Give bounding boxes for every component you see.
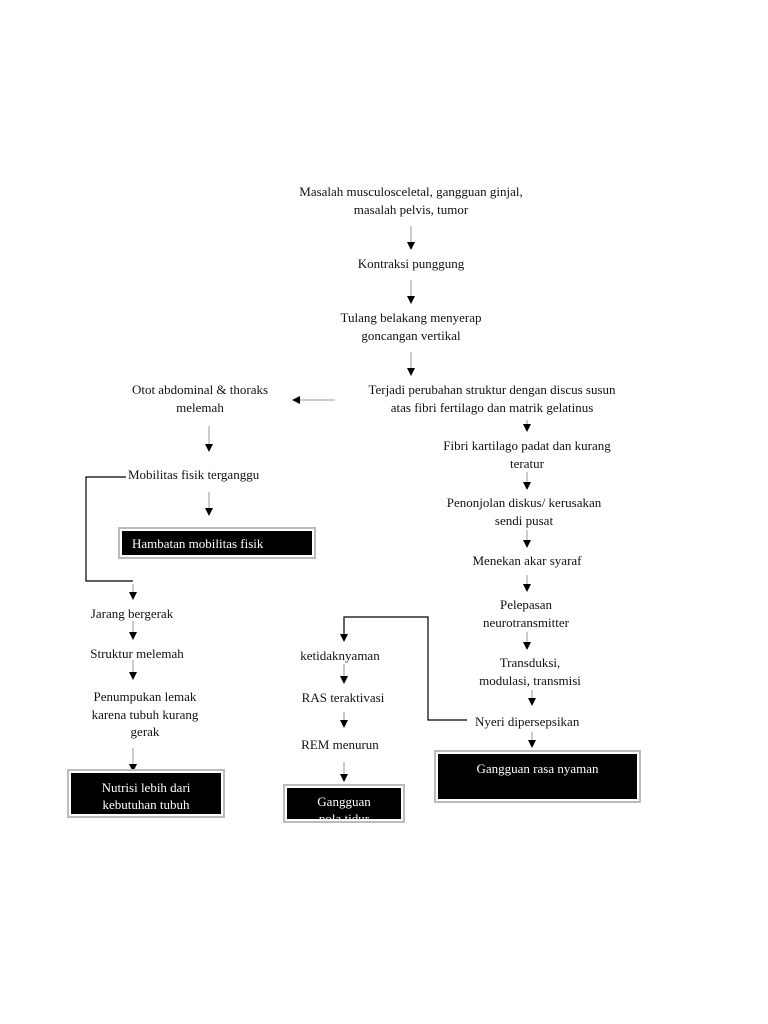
text: neurotransmitter bbox=[483, 614, 569, 630]
node-terjadi: Terjadi perubahan struktur dengan discus… bbox=[368, 381, 615, 416]
node-pelepasan: Pelepasan neurotransmitter bbox=[483, 596, 569, 631]
node-kontraksi: Kontraksi punggung bbox=[357, 256, 465, 271]
node-cause: Masalah musculosceletal, gangguan ginjal… bbox=[299, 183, 522, 218]
node-tulang: Tulang belakang menyerap goncangan vertik… bbox=[340, 309, 481, 344]
node-ras: RAS teraktivasi bbox=[301, 690, 385, 705]
node-transduksi: Transduksi, modulasi, transmisi bbox=[479, 654, 581, 689]
node-menekan: Menekan akar syaraf bbox=[472, 553, 582, 568]
node-nyeri: Nyeri dipersepsikan bbox=[475, 714, 580, 729]
node-ketidaknyaman: ketidaknyaman bbox=[300, 648, 380, 663]
text: atas fibri fertilago dan matrik gelatinu… bbox=[390, 399, 594, 415]
node-penonjolan: Penonjolan diskus/ kerusakan sendi pusat bbox=[447, 494, 602, 529]
bracket-nyeri bbox=[343, 616, 467, 721]
node-struktur: Struktur melemah bbox=[90, 646, 184, 661]
text: modulasi, transmisi bbox=[479, 672, 581, 688]
text: karena tubuh kurang bbox=[91, 706, 199, 722]
text: Pelepasan bbox=[500, 597, 552, 612]
node-jarang: Jarang bergerak bbox=[90, 606, 174, 621]
text: pola tidur bbox=[318, 811, 370, 821]
node-nutrisi: Nutrisi lebih dari kebutuhan tubuh bbox=[67, 769, 225, 818]
text: Nutrisi lebih dari bbox=[101, 780, 191, 795]
text: melemah bbox=[176, 399, 224, 415]
text: Penonjolan diskus/ kerusakan bbox=[446, 495, 602, 510]
text: masalah pelvis, tumor bbox=[353, 201, 469, 217]
text: Penumpukan lemak bbox=[93, 689, 197, 704]
text: teratur bbox=[510, 455, 544, 471]
bracket-mobilitas bbox=[85, 476, 133, 582]
node-hambatan: Hambatan mobilitas fisik bbox=[118, 527, 316, 559]
text: Otot abdominal & thoraks bbox=[131, 382, 269, 397]
node-gangguan-nyaman: Gangguan rasa nyaman bbox=[434, 750, 641, 803]
text: Gangguan bbox=[317, 794, 371, 809]
node-mobilitas: Mobilitas fisik terganggu bbox=[128, 467, 260, 482]
text: Tulang belakang menyerap bbox=[340, 310, 482, 325]
node-penumpukan: Penumpukan lemak karena tubuh kurang gerak bbox=[92, 688, 199, 741]
node-fibri: Fibri kartilago padat dan kurang teratur bbox=[443, 437, 611, 472]
text: goncangan vertikal bbox=[361, 327, 461, 343]
text: Fibri kartilago padat dan kurang bbox=[443, 438, 611, 453]
node-otot: Otot abdominal & thoraks melemah bbox=[132, 381, 268, 416]
node-rem: REM menurun bbox=[301, 737, 379, 752]
text: sendi pusat bbox=[494, 512, 554, 528]
text: Transduksi, bbox=[499, 655, 561, 670]
text: Terjadi perubahan struktur dengan discus… bbox=[368, 382, 616, 397]
text: gerak bbox=[130, 724, 160, 739]
text: Masalah musculosceletal, gangguan ginjal… bbox=[299, 184, 523, 199]
node-gangguan-tidur: Gangguan pola tidur bbox=[283, 784, 405, 823]
text: kebutuhan tubuh bbox=[102, 797, 190, 812]
